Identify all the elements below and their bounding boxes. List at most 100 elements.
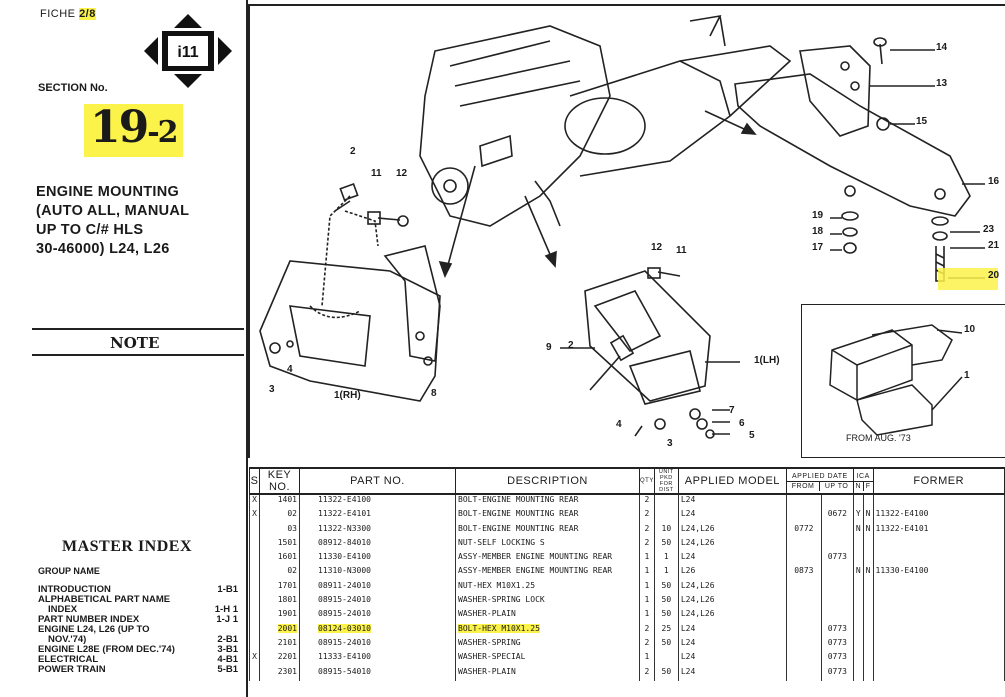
index-item-page: 1-H 1 <box>214 604 238 615</box>
cell-key-text: 1701 <box>277 580 297 590</box>
cell-unit-text: 50 <box>661 637 672 647</box>
washer-12-icon <box>397 215 409 227</box>
callout-14: 14 <box>936 42 948 53</box>
cell-n: Y <box>852 509 864 524</box>
cell-model: L24 <box>677 494 787 510</box>
cell-s <box>249 552 260 567</box>
callout-10: 10 <box>964 324 976 335</box>
cell-upto: 0773 <box>820 652 854 667</box>
cell-part-text: 11322-E4100 <box>318 495 371 504</box>
nav-down-arrow-icon[interactable] <box>174 74 202 88</box>
cell-part-text: 08911-24010 <box>318 580 371 590</box>
callout-8: 8 <box>431 388 437 399</box>
callout-4b: 4 <box>616 419 622 430</box>
cell-desc-text: WASHER-SPRING <box>458 637 521 647</box>
cell-former <box>872 666 1005 681</box>
cell-upto <box>820 523 854 538</box>
fiche-text: FICHE <box>40 8 76 20</box>
cell-n <box>852 666 864 681</box>
cell-desc-text: WASHER-SPRING LOCK <box>458 595 545 605</box>
master-index-item[interactable]: NOV.'74)2-B1 <box>38 635 238 645</box>
cell-part-text: 08915-24010 <box>318 595 371 605</box>
cell-model: L24 <box>677 666 787 681</box>
fiche-navigation-diamond[interactable]: i11 <box>142 12 234 90</box>
cell-n <box>852 580 864 596</box>
callout-1lh: 1(LH) <box>754 355 780 366</box>
cell-qty: 1 <box>639 652 655 667</box>
cell-model-text: L24 <box>680 652 696 662</box>
cell-qty-text: 1 <box>644 566 650 576</box>
cell-upto <box>820 566 854 581</box>
callout-2: 2 <box>350 146 356 157</box>
cell-from <box>785 652 822 667</box>
nav-left-arrow-icon[interactable] <box>144 37 158 65</box>
cell-f-text: N <box>865 523 871 533</box>
nav-up-arrow-icon[interactable] <box>174 14 202 28</box>
callout-11: 11 <box>371 168 382 179</box>
left-info-panel: FICHE 2/8 i11 SECTION No. 19-2 ENGINE MO… <box>0 0 248 697</box>
cell-former <box>872 595 1005 610</box>
cell-f <box>862 609 874 624</box>
cell-upto-text: 0773 <box>827 623 847 633</box>
cell-desc-text: WASHER-SPECIAL <box>458 652 526 662</box>
cell-s <box>249 595 260 610</box>
cell-desc-text: BOLT-ENGINE MOUNTING REAR <box>458 523 579 533</box>
cell-model: L24 <box>677 552 787 567</box>
cell-unit <box>653 652 679 667</box>
cell-qty-text: 2 <box>644 495 650 504</box>
section-label: SECTION No. <box>38 82 108 94</box>
cell-upto: 0773 <box>820 637 854 653</box>
cell-key-text: 1601 <box>277 552 297 562</box>
highlight-item-20 <box>938 268 998 290</box>
cell-n-text: N <box>855 523 861 533</box>
index-item-page: 4-B1 <box>217 654 238 665</box>
cell-part: 11322-E4100 <box>299 494 456 510</box>
master-index-item[interactable]: ENGINE L28E (FROM DEC.'74)3-B1 <box>38 645 238 655</box>
master-index-item[interactable]: ENGINE L24, L26 (UP TO <box>38 625 238 635</box>
cell-unit-text: 25 <box>661 623 672 633</box>
cell-unit-text: 10 <box>661 523 672 533</box>
index-item-page: 1-B1 <box>217 584 238 595</box>
cell-model-text: L24,L26 <box>680 580 715 590</box>
cell-desc: BOLT-ENGINE MOUNTING REAR <box>455 523 640 538</box>
cell-n <box>852 637 864 653</box>
cell-s <box>249 523 260 538</box>
nav-right-arrow-icon[interactable] <box>218 37 232 65</box>
cell-n: N <box>852 523 864 538</box>
engine-illustration <box>419 14 792 227</box>
cell-key: 1801 <box>259 595 300 610</box>
cell-unit: 50 <box>653 595 679 610</box>
cell-former <box>872 623 1005 638</box>
rh-bracket-illustration <box>259 195 441 402</box>
callout-16: 16 <box>988 176 1000 187</box>
cell-part-text: 08915-24010 <box>318 609 371 619</box>
cell-f <box>862 623 874 638</box>
cell-unit: 50 <box>653 580 679 596</box>
cell-key: 1601 <box>259 552 300 567</box>
cell-part: 11330-E4100 <box>299 552 456 567</box>
cell-from <box>785 609 822 624</box>
cell-former <box>872 652 1005 667</box>
cell-upto <box>820 537 854 553</box>
index-item-name: NOV.'74) <box>48 634 87 645</box>
inset-mount-illustration <box>829 324 963 436</box>
cell-s <box>249 623 260 638</box>
master-index-item[interactable]: ALPHABETICAL PART NAME <box>38 595 238 605</box>
cell-f: N <box>862 523 874 538</box>
section-main: 19 <box>90 102 149 153</box>
cell-desc-text: NUT-HEX M10X1.25 <box>458 580 536 590</box>
cell-qty-text: 1 <box>644 552 650 562</box>
cell-qty-text: 2 <box>644 666 650 676</box>
cell-qty-text: 2 <box>644 637 650 647</box>
cell-key: 2001 <box>259 623 300 638</box>
cell-from <box>785 666 822 681</box>
cell-part-text: 11322-N3300 <box>318 523 371 533</box>
